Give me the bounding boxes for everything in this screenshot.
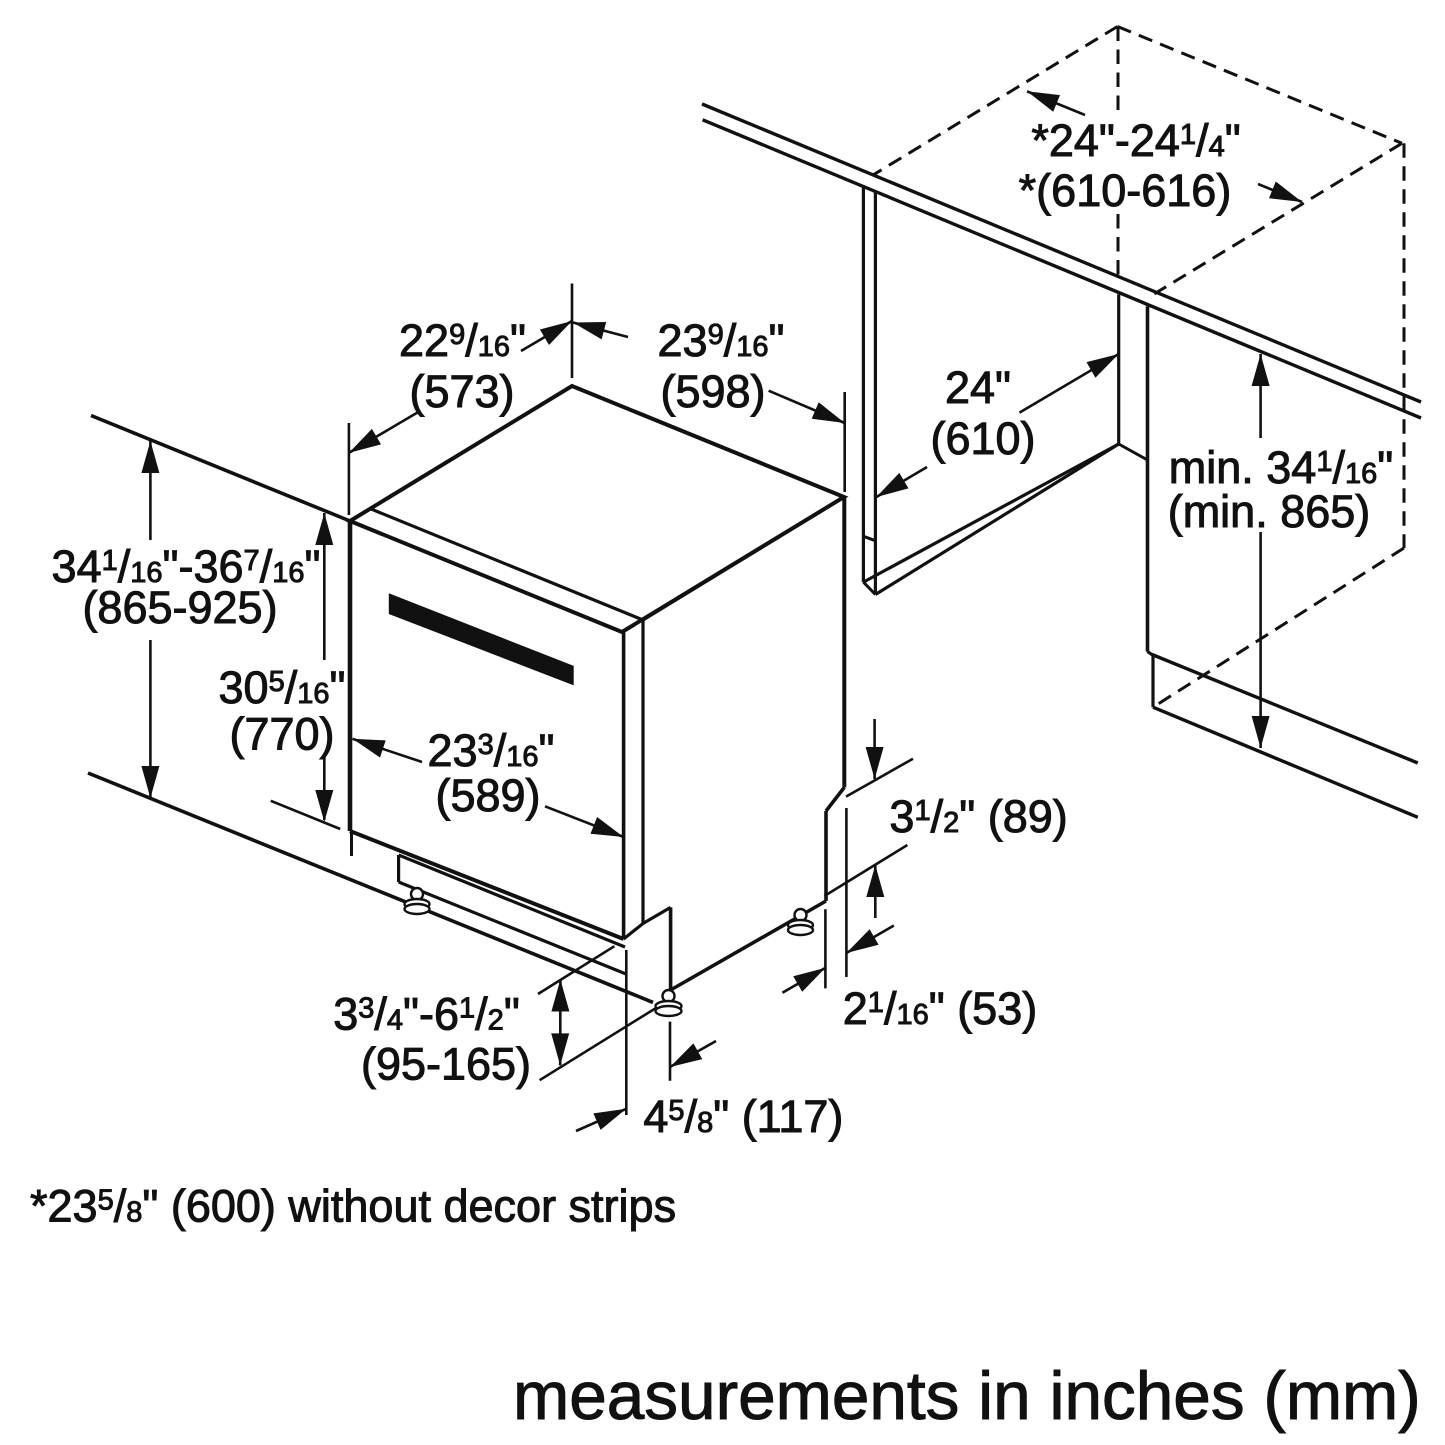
svg-text:31/2" (89): 31/2" (89) [889, 791, 1067, 842]
svg-text:*24"-241/4": *24"-241/4" [1031, 115, 1240, 166]
svg-text:305/16": 305/16" [219, 662, 346, 713]
svg-text:21/16" (53): 21/16" (53) [843, 983, 1037, 1034]
svg-text:33/4"-61/2": 33/4"-61/2" [333, 989, 520, 1040]
svg-text:(610): (610) [930, 413, 1035, 464]
svg-text:measurements in inches (mm): measurements in inches (mm) [513, 1359, 1421, 1434]
svg-text:24": 24" [945, 362, 1011, 413]
svg-text:(589): (589) [435, 770, 540, 821]
svg-text:229/16": 229/16" [399, 315, 526, 366]
svg-text:239/16": 239/16" [658, 315, 785, 366]
svg-text:45/8" (117): 45/8" (117) [643, 1091, 843, 1142]
svg-text:(min. 865): (min. 865) [1168, 486, 1371, 537]
svg-text:(865-925): (865-925) [82, 582, 277, 633]
svg-text:(770): (770) [229, 709, 334, 760]
svg-text:*(610-616): *(610-616) [1019, 165, 1232, 216]
svg-text:233/16": 233/16" [428, 725, 555, 776]
svg-text:341/16"-367/16": 341/16"-367/16" [52, 541, 321, 592]
svg-text:*235/8" (600) without decor st: *235/8" (600) without decor strips [30, 1181, 676, 1232]
svg-text:(95-165): (95-165) [361, 1039, 531, 1090]
svg-text:(573): (573) [409, 366, 514, 417]
svg-text:min. 341/16": min. 341/16" [1169, 442, 1393, 493]
svg-text:(598): (598) [660, 366, 765, 417]
